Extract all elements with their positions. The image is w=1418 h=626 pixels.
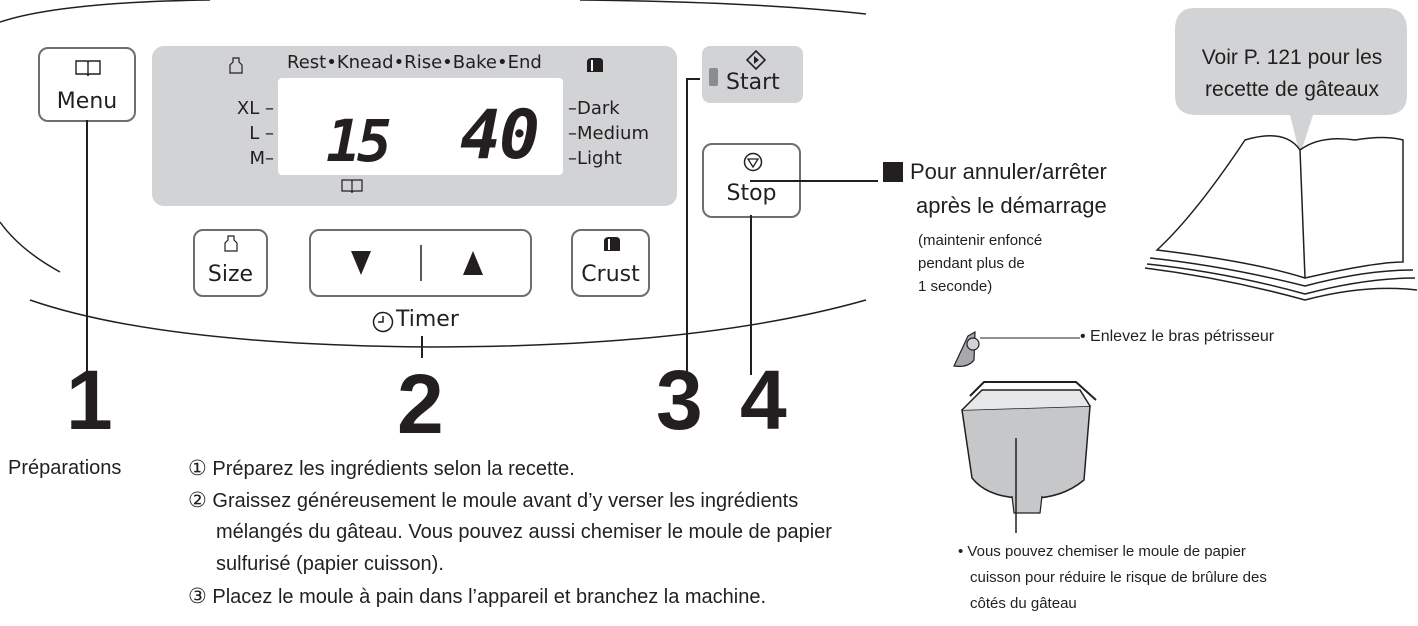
lcd-crust-light: Light: [577, 148, 622, 169]
clock-icon: [372, 311, 394, 333]
stop-note-line: [750, 180, 878, 182]
timer-label: Timer: [396, 307, 459, 332]
lcd-size-l: L: [249, 123, 260, 144]
lcd-digits-left: 15: [326, 107, 392, 175]
leader-line-1: [86, 120, 88, 380]
prep-step-3: ③ Placez le moule à pain dans l’appareil…: [188, 581, 766, 613]
bread-pan-illustration: [953, 330, 1097, 533]
liner-note-1: • Vous pouvez chemiser le moule de papie…: [958, 543, 1246, 560]
leader-line-3: [686, 78, 688, 374]
stop-note-detail-1: (maintenir enfoncé: [918, 232, 1043, 249]
book-icon: [75, 60, 101, 77]
book-callout-line-1: Voir P. 121 pour les: [1201, 46, 1383, 69]
leader-line-4: [750, 215, 752, 375]
start-label: Start: [726, 70, 780, 95]
prep-step-2-line-1: Graissez généreusement le moule avant d’…: [212, 490, 799, 512]
stop-label: Stop: [726, 181, 777, 206]
stop-note-detail-2: pendant plus de: [918, 255, 1025, 272]
crust-icon: [587, 58, 603, 72]
lcd-digits-right: 40: [460, 96, 540, 175]
book-callout-line-2: recette de gâteaux: [1205, 78, 1379, 101]
menu-button[interactable]: Menu: [38, 47, 136, 122]
start-button[interactable]: Start: [702, 46, 803, 103]
lcd-size-xl: XL: [236, 98, 260, 119]
stop-note-title2: après le démarrage: [916, 193, 1107, 218]
crust-label: Crust: [581, 262, 640, 287]
timer-buttons[interactable]: [309, 229, 532, 297]
prep-step-1-marker: ①: [188, 456, 207, 480]
blade-note: • Enlevez le bras pétrisseur: [1080, 328, 1275, 345]
prep-step-3-line-1: Placez le moule à pain dans l’appareil e…: [212, 586, 767, 608]
step-number-4: 4: [740, 353, 787, 447]
note-bullet-square: [883, 162, 903, 182]
timer-up-icon: [463, 251, 483, 275]
menu-book-icon: [341, 179, 363, 194]
step-number-3: 3: [656, 353, 703, 447]
lcd-crust-dark: Dark: [577, 98, 620, 119]
lcd-crust-medium: Medium: [577, 123, 649, 144]
lcd-stage-labels: Rest•Knead•Rise•Bake•End: [287, 52, 542, 73]
preparations-heading: Préparations: [8, 457, 122, 479]
prep-step-1-line-1: Préparez les ingrédients selon la recett…: [212, 458, 575, 480]
leader-line-2: [421, 336, 423, 358]
prep-step-2-marker: ②: [188, 488, 207, 512]
menu-label: Menu: [56, 89, 118, 114]
liner-note-3: côtés du gâteau: [970, 595, 1077, 612]
size-icon: [229, 57, 243, 74]
liner-note-2: cuisson pour réduire le risque de brûlur…: [970, 569, 1267, 586]
stop-note-title: Pour annuler/arrêter: [910, 159, 1107, 184]
start-icon: [746, 50, 766, 71]
lcd-size-m: M: [249, 148, 265, 169]
stop-note-detail-3: 1 seconde): [918, 278, 993, 295]
step-number-2: 2: [397, 357, 444, 451]
crust-button[interactable]: Crust: [571, 229, 650, 297]
book-callout: Voir P. 121 pour les recette de gâteaux: [1176, 42, 1408, 106]
step-number-1: 1: [66, 353, 113, 447]
prep-step-2-line-2: mélangés du gâteau. Vous pouvez aussi ch…: [216, 521, 832, 543]
prep-step-3-marker: ③: [188, 584, 207, 608]
stop-icon: [743, 152, 763, 172]
size-button[interactable]: Size: [193, 229, 268, 297]
prep-step-2: ② Graissez généreusement le moule avant …: [188, 485, 798, 517]
size-label: Size: [207, 262, 254, 287]
size-icon: [224, 235, 238, 252]
crust-icon: [604, 237, 620, 251]
prep-step-1: ① Préparez les ingrédients selon la rece…: [188, 453, 575, 485]
recipe-book-illustration: [1144, 8, 1418, 301]
timer-down-icon: [351, 251, 371, 275]
prep-step-2-line-3: sulfurisé (papier cuisson).: [216, 553, 444, 575]
